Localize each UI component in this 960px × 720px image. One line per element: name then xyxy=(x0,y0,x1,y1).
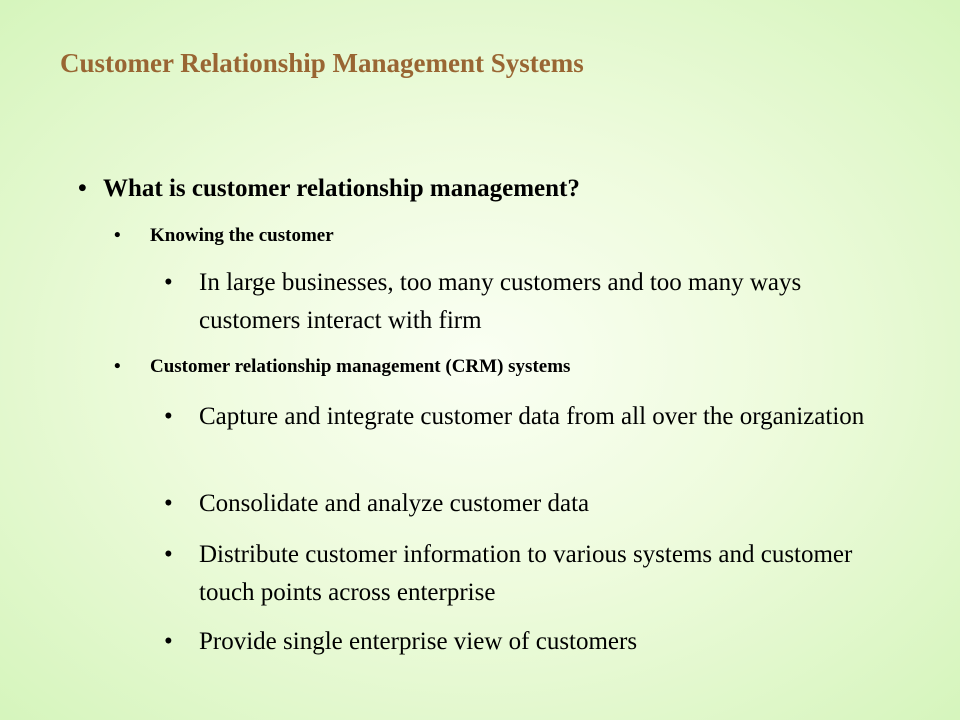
bullet-marker: • xyxy=(78,175,87,202)
point-capture-integrate: • Capture and integrate customer data fr… xyxy=(164,398,884,436)
point-text: Consolidate and analyze customer data xyxy=(199,490,590,517)
bullet-marker: • xyxy=(164,403,173,430)
point-single-enterprise-view: • Provide single enterprise view of cust… xyxy=(164,623,884,661)
bullet-marker: • xyxy=(164,541,173,568)
point-text: Distribute customer information to vario… xyxy=(199,541,853,606)
section-heading-crm-systems: • Customer relationship management (CRM)… xyxy=(114,354,894,380)
point-distribute-information: • Distribute customer information to var… xyxy=(164,536,884,612)
point-large-businesses: • In large businesses, too many customer… xyxy=(164,264,884,340)
section-heading-knowing-customer: • Knowing the customer xyxy=(114,223,894,249)
main-bullet: • What is customer relationship manageme… xyxy=(78,172,898,206)
section-heading-text: Customer relationship management (CRM) s… xyxy=(150,356,571,377)
point-consolidate-analyze: • Consolidate and analyze customer data xyxy=(164,485,884,523)
bullet-marker: • xyxy=(164,269,173,296)
point-text: Provide single enterprise view of custom… xyxy=(199,628,638,655)
section-heading-text: Knowing the customer xyxy=(150,225,334,246)
point-text: In large businesses, too many customers … xyxy=(199,269,802,334)
bullet-marker: • xyxy=(164,628,173,655)
point-text: Capture and integrate customer data from… xyxy=(199,403,865,430)
bullet-marker: • xyxy=(164,490,173,517)
slide-title: Customer Relationship Management Systems xyxy=(60,48,584,78)
main-bullet-text: What is customer relationship management… xyxy=(103,175,580,202)
bullet-marker: • xyxy=(114,356,121,377)
bullet-marker: • xyxy=(114,225,121,246)
